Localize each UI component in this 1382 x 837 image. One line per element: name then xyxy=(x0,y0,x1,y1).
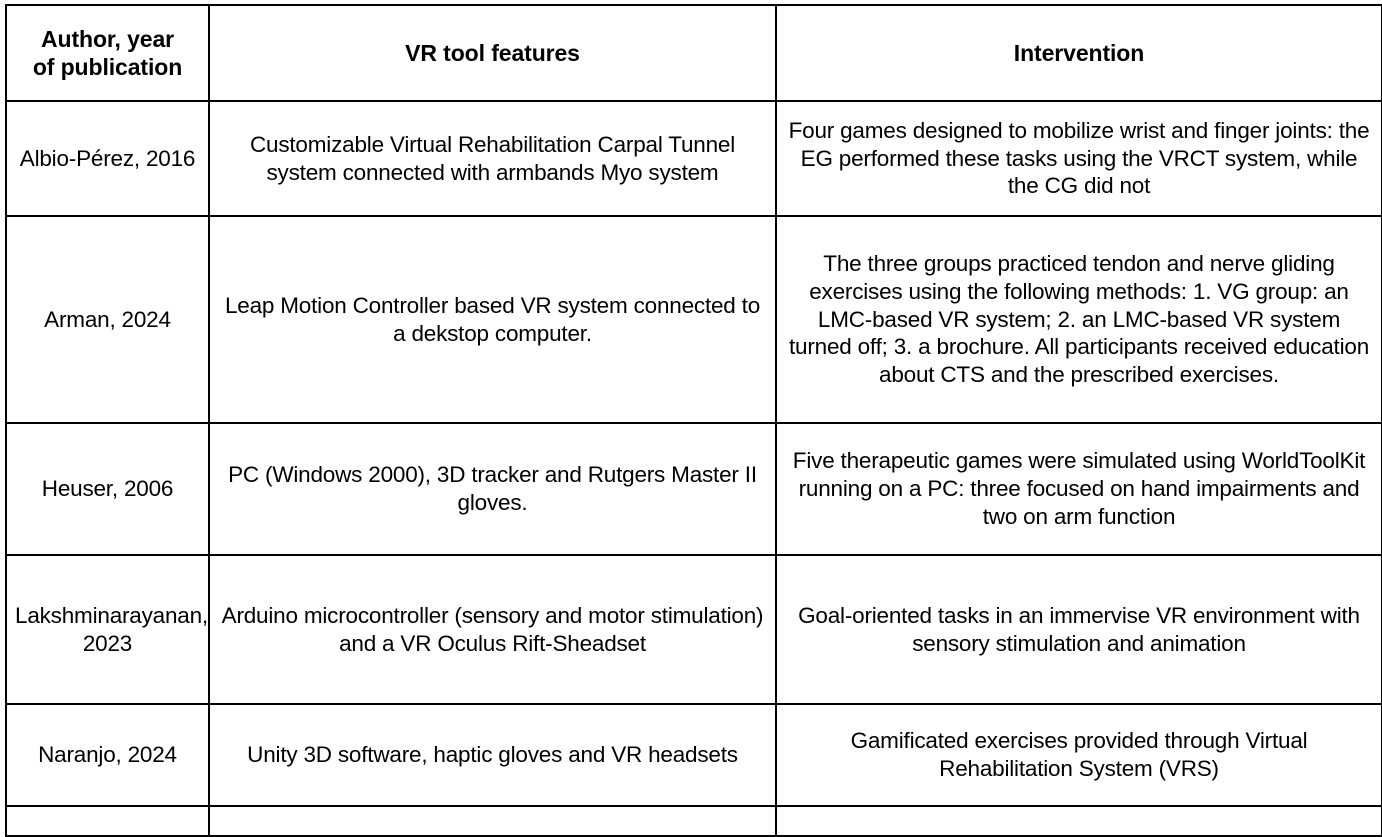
table-header-row: Author, year of publication VR tool feat… xyxy=(5,4,1382,102)
table-sheet: Author, year of publication VR tool feat… xyxy=(0,4,1382,837)
column-header-intervention: Intervention xyxy=(775,4,1382,102)
table-row: Albio-Pérez, 2016 Customizable Virtual R… xyxy=(5,100,1382,217)
cell-author: Naranjo, 2024 xyxy=(5,703,210,807)
cell-intervention: Gamificated exercises provided through V… xyxy=(775,703,1382,807)
cell-intervention: The three groups practiced tendon and ne… xyxy=(775,215,1382,424)
cell-author xyxy=(5,805,210,837)
table-row: Lakshminarayanan, 2023 Arduino microcont… xyxy=(5,554,1382,705)
table-row: Naranjo, 2024 Unity 3D software, haptic … xyxy=(5,703,1382,807)
cell-author: Arman, 2024 xyxy=(5,215,210,424)
column-header-author: Author, year of publication xyxy=(5,4,210,102)
cell-vr-tool-features: Leap Motion Controller based VR system c… xyxy=(208,215,777,424)
column-header-vr-tool-features: VR tool features xyxy=(208,4,777,102)
table-row: Heuser, 2006 PC (Windows 2000), 3D track… xyxy=(5,422,1382,556)
table-row-partial xyxy=(5,805,1382,837)
table-header: Author, year of publication VR tool feat… xyxy=(5,4,1382,102)
cell-intervention xyxy=(775,805,1382,837)
cell-intervention: Goal-oriented tasks in an immervise VR e… xyxy=(775,554,1382,705)
cell-author: Lakshminarayanan, 2023 xyxy=(5,554,210,705)
table-row: Arman, 2024 Leap Motion Controller based… xyxy=(5,215,1382,424)
cell-intervention: Five therapeutic games were simulated us… xyxy=(775,422,1382,556)
cell-vr-tool-features: PC (Windows 2000), 3D tracker and Rutger… xyxy=(208,422,777,556)
table-body: Albio-Pérez, 2016 Customizable Virtual R… xyxy=(5,100,1382,837)
column-header-author-line1: Author, year xyxy=(40,25,174,52)
cell-author: Heuser, 2006 xyxy=(5,422,210,556)
cell-intervention: Four games designed to mobilize wrist an… xyxy=(775,100,1382,217)
vr-studies-table: Author, year of publication VR tool feat… xyxy=(5,4,1382,837)
cell-author: Albio-Pérez, 2016 xyxy=(5,100,210,217)
column-header-author-line2: of publication xyxy=(32,54,183,80)
cell-vr-tool-features: Customizable Virtual Rehabilitation Carp… xyxy=(208,100,777,217)
cell-vr-tool-features: Unity 3D software, haptic gloves and VR … xyxy=(208,703,777,807)
cell-vr-tool-features xyxy=(208,805,777,837)
cell-vr-tool-features: Arduino microcontroller (sensory and mot… xyxy=(208,554,777,705)
